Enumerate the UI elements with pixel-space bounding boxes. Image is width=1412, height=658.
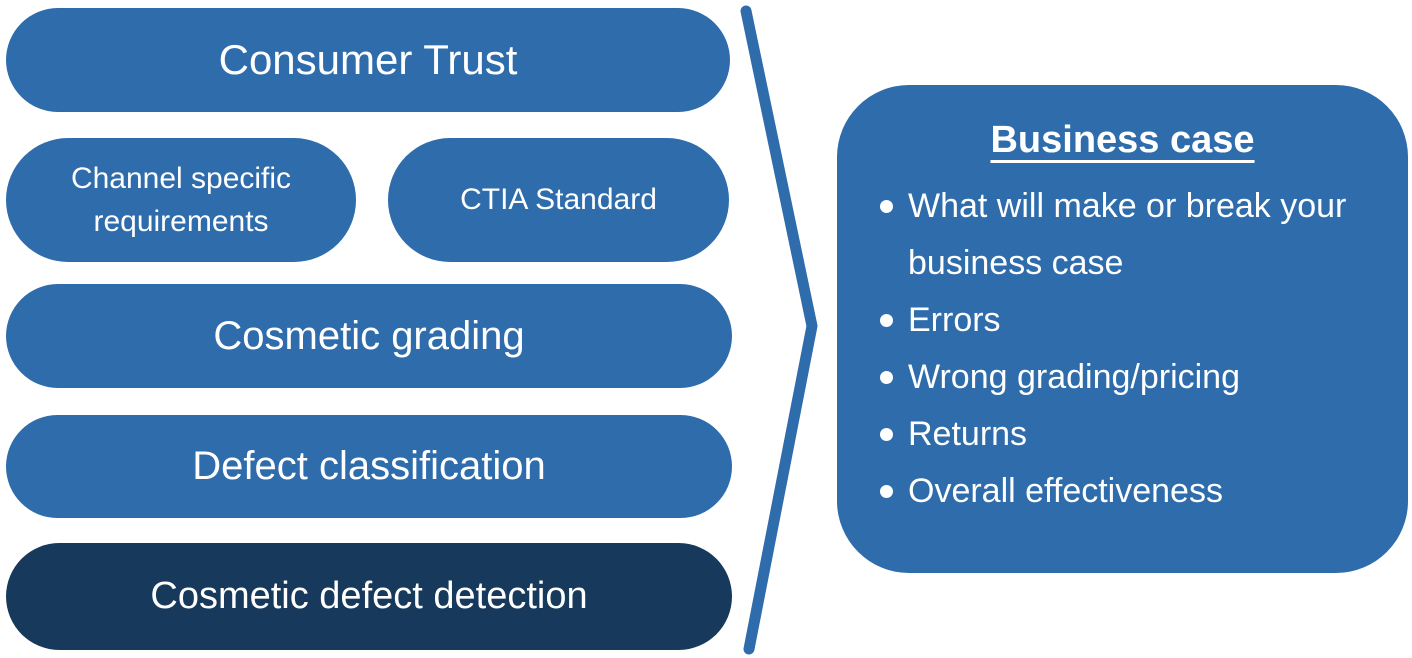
bullet-icon xyxy=(880,485,893,498)
list-item: What will make or break your business ca… xyxy=(880,178,1394,292)
list-item: Errors xyxy=(880,292,1394,349)
pill-label: Defect classification xyxy=(192,444,546,488)
list-item-text: Wrong grading/pricing xyxy=(908,358,1240,396)
list-item-text: Returns xyxy=(908,415,1028,453)
pill-label: Cosmetic defect detection xyxy=(150,575,588,617)
list-item-text: What will make or break your business ca… xyxy=(908,187,1347,282)
pill-ctia-standard: CTIA Standard xyxy=(388,138,729,262)
bullet-icon xyxy=(880,371,893,384)
pill-label: Cosmetic grading xyxy=(213,313,525,358)
pill-label: Channel specific requirements xyxy=(70,161,292,239)
list-item-text: Overall effectiveness xyxy=(908,472,1223,510)
list-item: Wrong grading/pricing xyxy=(880,349,1394,406)
list-item-text: Errors xyxy=(908,301,1001,339)
bullet-icon xyxy=(880,200,893,213)
pill-channel-specific-requirements: Channel specific requirements xyxy=(6,138,356,262)
business-case-panel: Business case What will make or break yo… xyxy=(837,85,1408,573)
pill-cosmetic-grading: Cosmetic grading xyxy=(6,284,732,388)
business-case-list: What will make or break your business ca… xyxy=(880,178,1394,520)
list-item: Overall effectiveness xyxy=(880,463,1394,520)
business-case-title: Business case xyxy=(990,119,1255,161)
bullet-icon xyxy=(880,428,893,441)
pill-label: Consumer Trust xyxy=(218,36,518,83)
pill-defect-classification: Defect classification xyxy=(6,415,732,518)
pill-consumer-trust: Consumer Trust xyxy=(6,8,730,112)
list-item: Returns xyxy=(880,406,1394,463)
pill-label: CTIA Standard xyxy=(460,183,657,216)
pill-cosmetic-defect-detection: Cosmetic defect detection xyxy=(6,543,732,650)
bullet-icon xyxy=(880,314,893,327)
